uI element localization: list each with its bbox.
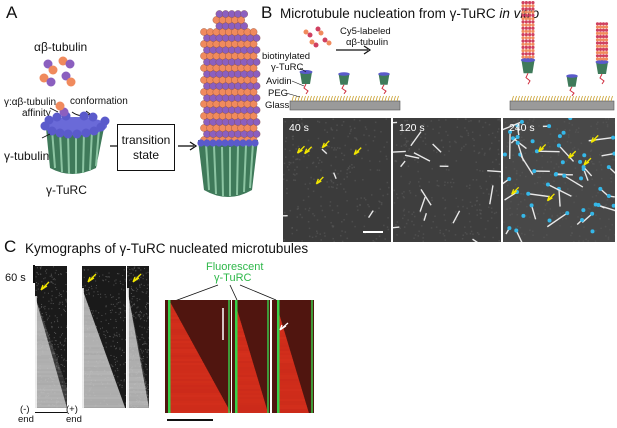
plus-end-label-1: (+) <box>66 404 78 415</box>
micrograph-40s: 40 s <box>283 118 391 242</box>
kymograph-color-1 <box>165 300 231 413</box>
panel-b-title-main: Microtubule nucleation from γ-TuRC <box>280 6 500 21</box>
panel-c-letter: C <box>4 237 17 256</box>
conformation-label: conformation <box>70 96 128 107</box>
plus-end-label-2: end <box>66 414 82 425</box>
kymograph-gray-3 <box>127 266 149 408</box>
cy5-label-1: Cy5-labeled <box>340 26 391 37</box>
fluorescent-label-2: γ-TuRC <box>214 272 252 284</box>
time-scale-bar <box>33 265 35 283</box>
biotinylated-label-2: γ-TuRC <box>271 62 304 73</box>
dimer-2 <box>58 56 75 69</box>
micrograph-240s: 240 s <box>503 118 615 242</box>
dimer-4 <box>61 71 76 87</box>
kymograph-color-2 <box>232 300 270 413</box>
affinity-label-2: affinity <box>22 108 51 119</box>
transition-label-2: state <box>132 147 159 162</box>
minus-end-label-1: (-) <box>20 404 30 415</box>
g-tubulin-ring <box>40 111 110 139</box>
g-tubulin-label: γ-tubulin <box>4 149 50 163</box>
kymograph-gray-2 <box>82 266 126 408</box>
avidin-label: Avidin <box>266 76 292 87</box>
time-scale-label: 60 s <box>5 272 26 284</box>
mt-lattice <box>197 10 261 147</box>
affinity-label-1: γ:αβ-tubulin <box>4 97 57 108</box>
panel-b-letter: B <box>261 3 273 22</box>
g-turc-label: γ-TuRC <box>46 183 87 197</box>
dimer-1 <box>43 59 58 75</box>
transition-label-1: transition <box>121 133 171 148</box>
micrograph-120s: 120 s <box>393 118 501 242</box>
kymograph-gray-1 <box>35 266 67 408</box>
minus-end-line <box>35 412 67 413</box>
transition-state-box: transition state <box>117 124 175 171</box>
panel-b-title: Microtubule nucleation from γ-TuRC in vi… <box>280 7 539 21</box>
minus-end-label-2: end <box>18 414 34 425</box>
peg-label: PEG <box>268 88 289 99</box>
timepoint-240s: 240 s <box>509 122 535 134</box>
panel-b-title-italic: in vitro <box>499 6 540 21</box>
glass-label: Glass <box>265 100 290 111</box>
cy5-label-2: αβ-tubulin <box>346 37 389 48</box>
panel-a-letter: A <box>6 3 18 22</box>
kymograph-scale-bar <box>167 419 213 421</box>
panel-c-title: Kymographs of γ-TuRC nucleated microtubu… <box>25 241 309 256</box>
biotinylated-label-1: biotinylated <box>262 51 311 62</box>
timepoint-120s: 120 s <box>399 122 425 134</box>
timepoint-40s: 40 s <box>289 122 309 134</box>
ab-tubulin-label: αβ-tubulin <box>34 40 88 54</box>
turc-barrel <box>46 128 104 175</box>
fluorescent-label-1: Fluorescent <box>206 261 264 273</box>
kymograph-color-3 <box>272 300 314 413</box>
dimer-3 <box>39 73 56 87</box>
